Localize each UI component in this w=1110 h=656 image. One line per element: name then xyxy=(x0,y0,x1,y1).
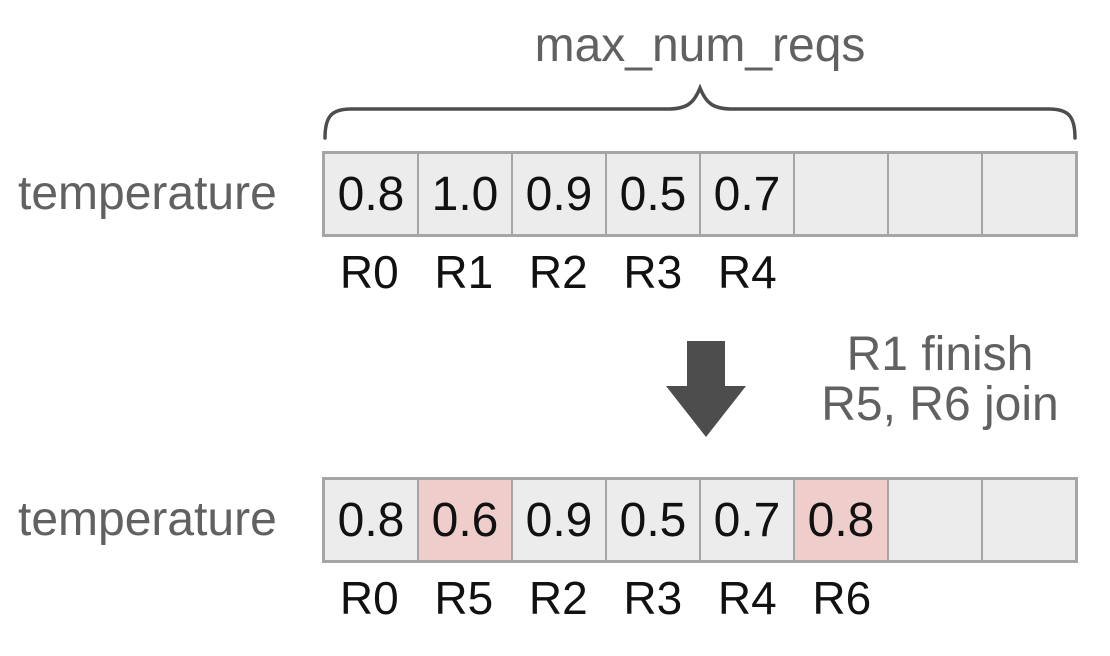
array-cell: 0.8 xyxy=(795,480,889,560)
array-cell: 0.9 xyxy=(513,154,607,234)
array-cell: 0.8 xyxy=(325,480,419,560)
request-label: R6 xyxy=(812,572,872,624)
array-cell xyxy=(983,480,1075,560)
request-label: R2 xyxy=(528,246,588,298)
request-label: R4 xyxy=(717,572,777,624)
request-label: R5 xyxy=(434,572,494,624)
array-cell xyxy=(889,480,983,560)
array-cell: 0.5 xyxy=(607,480,701,560)
array-cell: 0.9 xyxy=(513,480,607,560)
transition-line-1: R1 finish xyxy=(846,328,1034,381)
array-cell: 0.5 xyxy=(607,154,701,234)
temperature-array-before: 0.8 1.0 0.9 0.5 0.7 xyxy=(322,151,1078,237)
down-arrow-icon xyxy=(666,341,746,437)
request-labels-before: R0 R1 R2 R3 R4 xyxy=(322,246,1078,302)
request-label: R1 xyxy=(434,246,494,298)
transition-line-2: R5, R6 join xyxy=(821,378,1059,431)
brace-icon xyxy=(323,84,1077,140)
array-cell xyxy=(983,154,1075,234)
max-num-reqs-title: max_num_reqs xyxy=(534,19,866,72)
request-label xyxy=(795,246,890,302)
request-label: R4 xyxy=(717,246,777,298)
request-label xyxy=(889,572,984,628)
request-label: R0 xyxy=(339,246,399,298)
temperature-label-before: temperature xyxy=(18,167,277,220)
request-label: R2 xyxy=(528,572,588,624)
request-label xyxy=(984,572,1079,628)
request-label xyxy=(889,246,984,302)
array-cell: 0.7 xyxy=(701,154,795,234)
array-cell xyxy=(795,154,889,234)
array-cell: 0.6 xyxy=(419,480,513,560)
request-label: R0 xyxy=(339,572,399,624)
temperature-array-after: 0.8 0.6 0.9 0.5 0.7 0.8 xyxy=(322,477,1078,563)
array-cell xyxy=(889,154,983,234)
temperature-label-after: temperature xyxy=(18,493,277,546)
array-cell: 0.7 xyxy=(701,480,795,560)
array-cell: 0.8 xyxy=(325,154,419,234)
request-label: R3 xyxy=(623,572,683,624)
request-label: R3 xyxy=(623,246,683,298)
request-labels-after: R0 R5 R2 R3 R4 R6 xyxy=(322,572,1078,628)
array-cell: 1.0 xyxy=(419,154,513,234)
request-label xyxy=(984,246,1079,302)
transition-annotation: R1 finish R5, R6 join xyxy=(790,330,1090,430)
